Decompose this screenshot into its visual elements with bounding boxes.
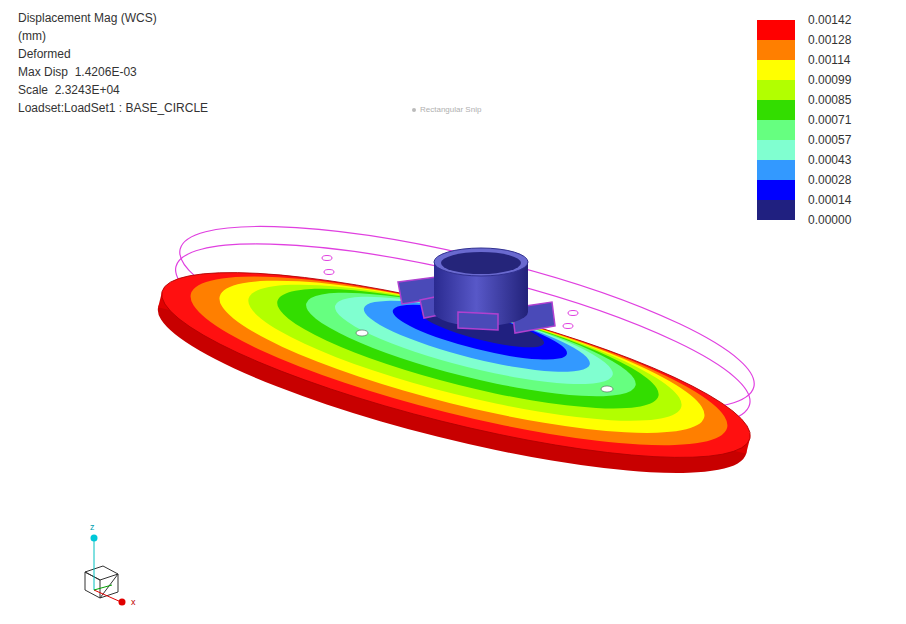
legend-value: 0.00085 — [808, 93, 851, 107]
legend-value: 0.00128 — [808, 33, 851, 47]
legend-swatch — [757, 200, 795, 220]
result-title: Displacement Mag (WCS) — [18, 11, 157, 25]
legend-swatch — [757, 180, 795, 200]
legend-value: 0.00057 — [808, 133, 851, 147]
watermark: Rectangular Snip — [420, 105, 481, 115]
legend-swatch — [757, 160, 795, 180]
contour-band — [208, 250, 716, 464]
legend-swatch — [757, 100, 795, 120]
axis-label: x — [131, 597, 136, 607]
legend-swatch — [757, 120, 795, 140]
mode-label: Deformed — [18, 47, 71, 61]
unit-label: (mm) — [18, 29, 46, 43]
legend-swatch — [757, 140, 795, 160]
legend-swatch — [757, 20, 795, 40]
legend-value: 0.00043 — [808, 153, 851, 167]
legend-swatch — [757, 80, 795, 100]
max-disp-label: Max Disp 1.4206E-03 — [18, 65, 137, 79]
legend-value: 0.00028 — [808, 173, 851, 187]
loadset-label: Loadset:LoadSet1 : BASE_CIRCLE — [18, 101, 208, 115]
legend-value: 0.00142 — [808, 13, 851, 27]
contour-band — [178, 243, 740, 479]
legend-value: 0.00000 — [808, 213, 851, 227]
axis-label: z — [90, 522, 95, 532]
legend-value: 0.00014 — [808, 193, 851, 207]
legend-swatch — [757, 40, 795, 60]
legend-value: 0.00071 — [808, 113, 851, 127]
legend-swatch — [757, 60, 795, 80]
scale-label: Scale 2.3243E+04 — [18, 83, 120, 97]
legend-value: 0.00114 — [808, 53, 851, 67]
contour-band — [238, 257, 691, 448]
legend-value: 0.00099 — [808, 73, 851, 87]
